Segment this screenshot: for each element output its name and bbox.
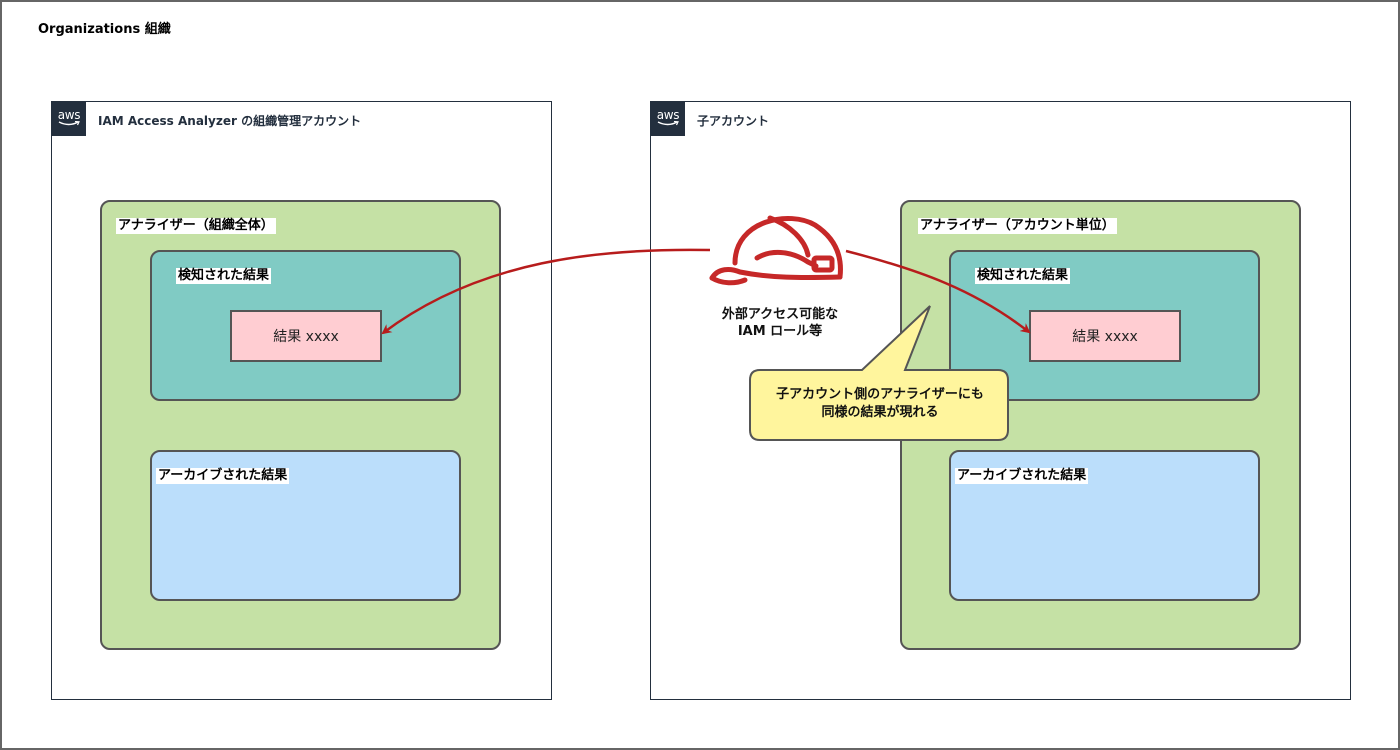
external-role-label: 外部アクセス可能な IAM ロール等 bbox=[721, 307, 839, 339]
callout-text: 子アカウント側のアナライザーにも 同様の結果が現れる bbox=[776, 387, 984, 420]
account-title: 子アカウント bbox=[697, 114, 770, 128]
archived-findings-label: アーカイブされた結果 bbox=[156, 468, 290, 484]
hard-hat-icon bbox=[709, 215, 843, 286]
finding-result: 結果 xxxx bbox=[230, 310, 382, 362]
aws-logo-icon: aws bbox=[651, 102, 685, 136]
finding-result: 結果 xxxx bbox=[1029, 310, 1181, 362]
callout-bubble bbox=[749, 305, 1009, 441]
archived-findings-box: アーカイブされた結果 bbox=[949, 450, 1260, 601]
aws-logo-icon: aws bbox=[52, 102, 86, 136]
account-title: IAM Access Analyzer の組織管理アカウント bbox=[98, 114, 362, 128]
organizations-title: Organizations 組織 bbox=[38, 22, 171, 37]
analyzer-label: アナライザー（アカウント単位） bbox=[918, 218, 1117, 234]
analyzer-label: アナライザー（組織全体） bbox=[116, 218, 276, 234]
archived-findings-box: アーカイブされた結果 bbox=[150, 450, 461, 601]
detected-findings-label: 検知された結果 bbox=[975, 268, 1071, 284]
detected-findings-label: 検知された結果 bbox=[176, 268, 272, 284]
arrow-to-org-finding bbox=[381, 248, 711, 335]
archived-findings-label: アーカイブされた結果 bbox=[955, 468, 1089, 484]
detected-findings-box: 検知された結果 bbox=[150, 250, 461, 401]
arrow-to-account-finding bbox=[845, 249, 1031, 334]
